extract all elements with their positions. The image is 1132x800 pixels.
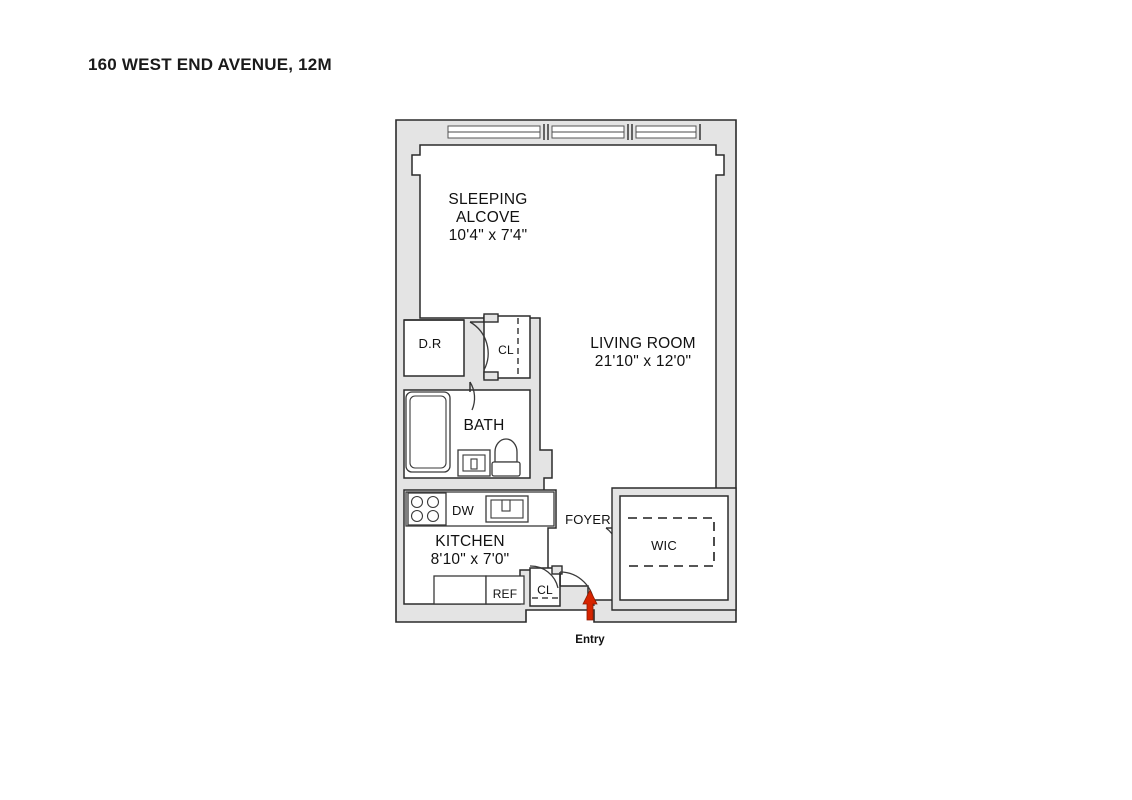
bathtub-fixture bbox=[405, 391, 451, 473]
svg-text:KITCHEN: KITCHEN bbox=[435, 533, 504, 550]
dishwasher-label: DW bbox=[452, 503, 475, 518]
room-label-living-room: LIVING ROOM 21'10" x 12'0" bbox=[590, 335, 696, 370]
window-pane-3 bbox=[635, 125, 697, 139]
svg-text:BATH: BATH bbox=[464, 417, 505, 434]
room-label-sleeping-alcove: SLEEPING ALCOVE 10'4" x 7'4" bbox=[448, 191, 527, 244]
toilet-fixture bbox=[491, 438, 521, 477]
svg-text:WIC: WIC bbox=[651, 538, 677, 553]
window-group-north bbox=[447, 124, 701, 140]
page-title: 160 WEST END AVENUE, 12M bbox=[88, 55, 332, 74]
svg-text:FOYER: FOYER bbox=[565, 512, 611, 527]
svg-text:D.R: D.R bbox=[419, 336, 442, 351]
lower-counter-fixture: REF bbox=[433, 575, 525, 605]
window-pane-2 bbox=[551, 125, 625, 139]
room-dining-recess: D.R bbox=[403, 319, 465, 377]
window-pane-1 bbox=[447, 125, 541, 139]
entry-marker: Entry bbox=[575, 589, 605, 646]
svg-text:CL: CL bbox=[498, 343, 514, 357]
entry-label: Entry bbox=[575, 634, 605, 646]
room-walk-in-closet: WIC bbox=[611, 487, 737, 611]
svg-text:ALCOVE: ALCOVE bbox=[456, 209, 520, 226]
closet-entry: CL bbox=[529, 565, 563, 607]
closet-hall: CL bbox=[469, 313, 531, 381]
svg-text:SLEEPING: SLEEPING bbox=[448, 191, 527, 208]
svg-text:CL: CL bbox=[537, 583, 553, 597]
svg-text:10'4" x 7'4": 10'4" x 7'4" bbox=[449, 227, 528, 244]
room-bath: BATH bbox=[403, 381, 531, 479]
room-kitchen: DW KITCHEN 8'10" x 7'0" REF bbox=[403, 489, 557, 605]
cooktop-fixture bbox=[407, 492, 447, 526]
svg-text:21'10" x 12'0": 21'10" x 12'0" bbox=[595, 353, 691, 370]
refrigerator-label: REF bbox=[493, 587, 518, 601]
kitchen-sink-fixture bbox=[485, 495, 529, 523]
svg-text:8'10" x 7'0": 8'10" x 7'0" bbox=[431, 551, 510, 568]
vanity-sink-fixture bbox=[457, 449, 491, 477]
svg-text:LIVING ROOM: LIVING ROOM bbox=[590, 335, 696, 352]
